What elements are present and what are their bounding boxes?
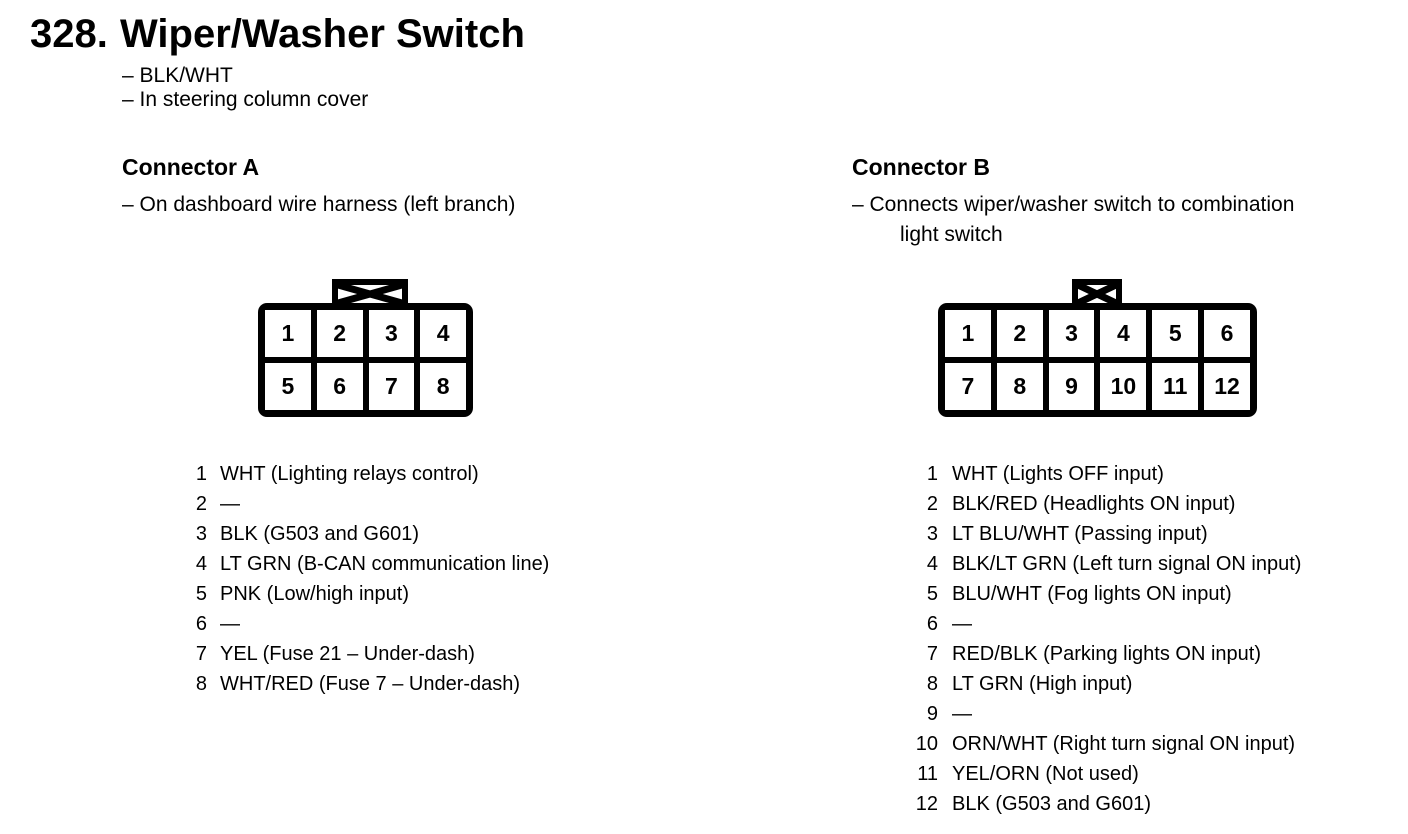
pin-number: 3 [195,522,207,545]
header-note-line: – BLK/WHT [122,64,233,87]
connector-a-cavity: 1 [265,310,311,357]
pin-row: 6— [180,609,549,639]
pin-row: 11 YEL/ORN (Not used) [908,759,1301,789]
pin-number: 10 [915,732,938,755]
pin-number: 11 [917,762,938,785]
pin-number: 3 [926,522,938,545]
pin-number: 7 [195,642,207,665]
header-notes: – BLK/WHT – In steering column cover [122,64,368,112]
connector-b-cavity: 8 [996,363,1043,410]
pin-label: BLK/LT GRN (Left turn signal ON input) [952,552,1302,575]
pin-row: 9— [908,699,1301,729]
pin-label: BLK (G503 and G601) [952,792,1152,815]
pin-row: 10 ORN/WHT (Right turn signal ON input) [908,729,1301,759]
pin-label: YEL (Fuse 21 – Under-dash) [220,642,475,665]
pin-number: 5 [926,582,938,605]
pin-label: BLK (G503 and G601) [220,522,420,545]
pin-number: 8 [926,672,938,695]
connector-b-cavity: 6 [1204,310,1250,357]
pin-row: 4 LT GRN (B-CAN communication line) [180,549,549,579]
connector-b-cavity: 9 [1048,363,1095,410]
pin-label: BLU/WHT (Fog lights ON input) [952,582,1232,605]
connector-b-cavity: 3 [1048,310,1095,357]
connector-b-cavity: 10 [1100,363,1147,410]
pin-number: 7 [926,642,938,665]
connector-a-key-tab-icon [332,279,408,309]
pin-number: 4 [195,552,207,575]
pin-row: 6— [908,609,1301,639]
pin-row: 3 LT BLU/WHT (Passing input) [908,519,1301,549]
pin-number: 2 [195,492,207,515]
connector-b-cavity: 11 [1152,363,1199,410]
pin-row: 8 LT GRN (High input) [908,669,1301,699]
pin-number: 6 [195,612,207,635]
connector-a-cavity: 5 [265,363,311,410]
pin-row: 7 YEL (Fuse 21 – Under-dash) [180,639,549,669]
connector-b-key-tab-icon [1072,279,1122,309]
pin-number: 4 [926,552,938,575]
pin-label: — [952,702,972,725]
pin-label: — [220,492,240,515]
connector-a-cavity: 4 [420,310,466,357]
connector-a-cavity: 2 [316,310,363,357]
pin-label: WHT (Lights OFF input) [952,462,1164,485]
pin-row: 7 RED/BLK (Parking lights ON input) [908,639,1301,669]
connector-a-cavity: 7 [368,363,415,410]
connector-b-note-line-1: – Connects wiper/washer switch to combin… [852,193,1295,216]
pin-row: 8 WHT/RED (Fuse 7 – Under-dash) [180,669,549,699]
pin-number: 12 [915,792,938,815]
connector-b-cavity: 7 [945,363,991,410]
connector-b-diagram: 1 2 3 4 5 6 7 8 9 10 11 12 [938,303,1257,417]
connector-a-note: – On dashboard wire harness (left branch… [122,193,516,216]
pin-number: 2 [926,492,938,515]
pin-label: WHT/RED (Fuse 7 – Under-dash) [220,672,521,695]
connector-a-cavity: 6 [316,363,363,410]
pin-number: 9 [926,702,938,725]
pin-row: 1 WHT (Lighting relays control) [180,459,549,489]
pin-label: LT BLU/WHT (Passing input) [952,522,1208,545]
pin-label: PNK (Low/high input) [220,582,409,605]
pin-label: RED/BLK (Parking lights ON input) [952,642,1262,665]
pin-label: YEL/ORN (Not used) [952,762,1139,785]
pin-row: 3 BLK (G503 and G601) [180,519,549,549]
x-mark-icon [338,285,402,303]
connector-b-cavity: 2 [996,310,1043,357]
pin-row: 5 BLU/WHT (Fog lights ON input) [908,579,1301,609]
pin-number: 5 [195,582,207,605]
pin-row: 12 BLK (G503 and G601) [908,789,1301,819]
pin-number: 1 [195,462,207,485]
x-mark-icon [1078,285,1116,303]
connector-b-cavity: 4 [1100,310,1147,357]
pin-number: 1 [926,462,938,485]
pin-label: LT GRN (B-CAN communication line) [220,552,550,575]
connector-a-diagram: 1 2 3 4 5 6 7 8 [258,303,473,417]
pin-label: ORN/WHT (Right turn signal ON input) [952,732,1296,755]
pin-row: 2 BLK/RED (Headlights ON input) [908,489,1301,519]
pin-label: WHT (Lighting relays control) [220,462,479,485]
pin-row: 1 WHT (Lights OFF input) [908,459,1301,489]
page-title: Wiper/Washer Switch [120,12,525,56]
connector-b-cavity: 12 [1204,363,1250,410]
pin-row: 4 BLK/LT GRN (Left turn signal ON input) [908,549,1302,579]
pin-row: 5 PNK (Low/high input) [180,579,549,609]
connector-a-cavity: 3 [368,310,415,357]
connector-b-cavity: 5 [1152,310,1199,357]
pin-label: — [220,612,240,635]
connector-b-heading: Connector B [852,154,990,180]
pin-label: BLK/RED (Headlights ON input) [952,492,1236,515]
header-note-line: – In steering column cover [122,88,369,111]
pin-label: LT GRN (High input) [952,672,1133,695]
pin-row: 2— [180,489,549,519]
connector-b-cavity: 1 [945,310,991,357]
connector-a-cavity: 8 [420,363,466,410]
pin-label: — [952,612,972,635]
connector-b-note-line-2: light switch [900,223,1003,246]
pin-number: 8 [195,672,207,695]
section-number: 328. [30,12,108,56]
connector-a-heading: Connector A [122,154,260,180]
connector-b-pin-list: 1 WHT (Lights OFF input) 2 BLK/RED (Headli… [908,459,1302,819]
pin-number: 6 [926,612,938,635]
